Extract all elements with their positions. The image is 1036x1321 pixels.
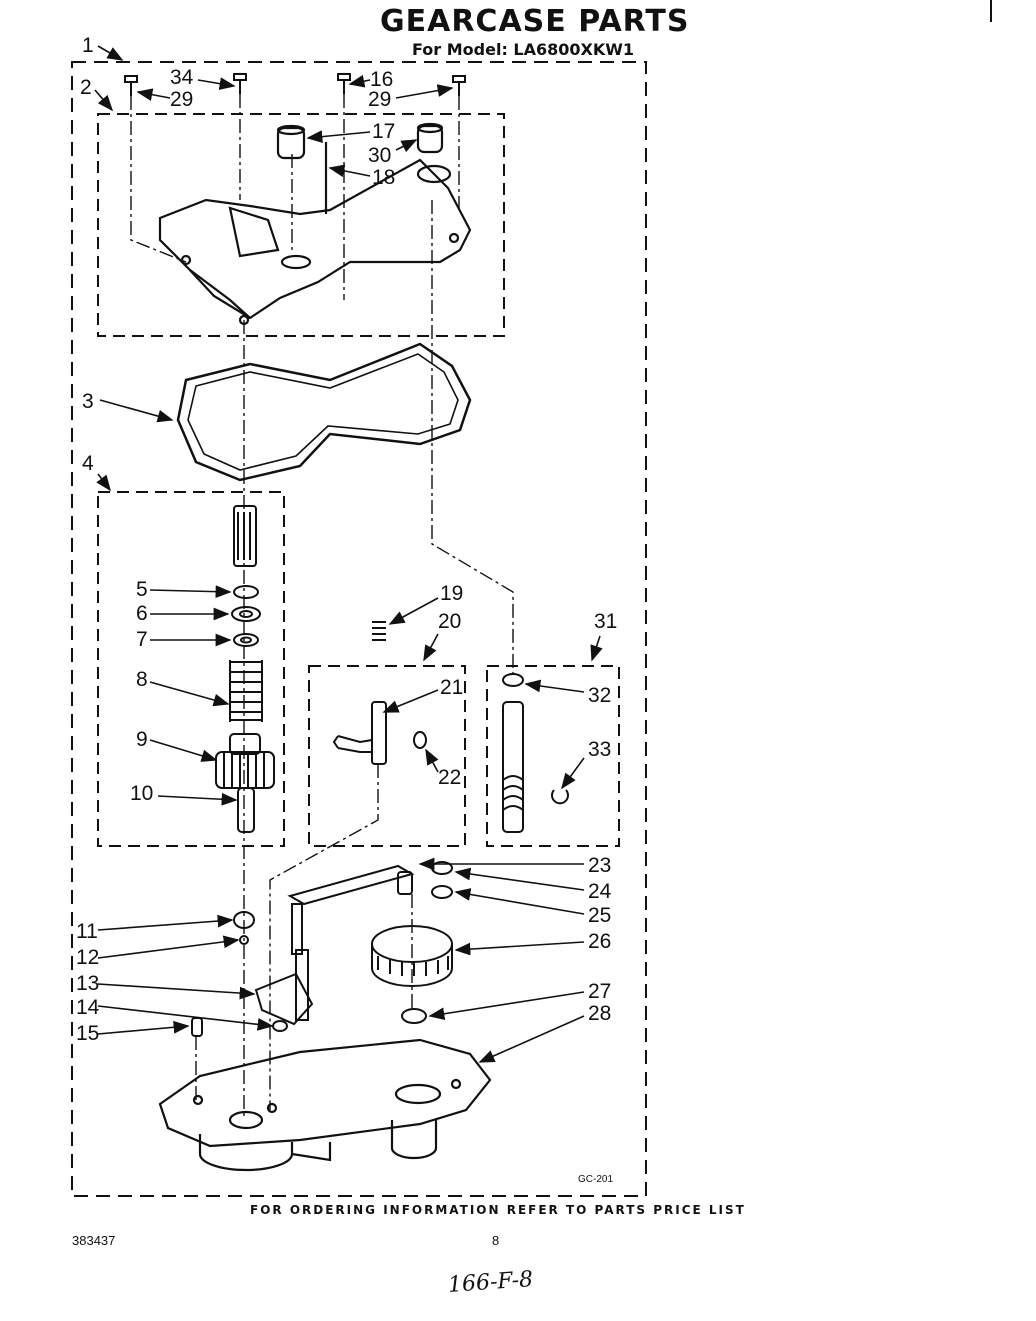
model-subtitle: For Model: LA6800XKW1 [412,40,635,59]
callout-21: 21 [440,676,463,699]
alignment-lines [130,94,514,1120]
callout-6: 6 [136,602,148,625]
callout-19: 19 [440,582,463,605]
edge-rule [990,0,992,22]
callout-9: 9 [136,728,148,751]
callout-26: 26 [588,930,611,953]
callout-10: 10 [130,782,153,805]
gear-assembly-parts [215,505,275,833]
callout-20: 20 [438,610,461,633]
gasket [176,342,472,482]
callout-22: 22 [438,766,461,789]
callout-18: 18 [372,166,395,189]
callout-8: 8 [136,668,148,691]
callout-labels: 1 2 29 34 16 29 17 30 18 3 4 5 6 7 8 9 1… [76,34,617,1045]
callout-34: 34 [170,66,194,89]
callout-12: 12 [76,946,99,969]
callout-29a: 29 [170,88,193,111]
callout-25: 25 [588,904,611,927]
callout-2: 2 [80,76,92,99]
leader-lines [94,45,603,1063]
drawing-code: GC-201 [578,1174,614,1185]
gear-4-boundary [97,491,285,847]
callout-31: 31 [594,610,617,633]
callout-30: 30 [368,144,391,167]
callout-33: 33 [588,738,611,761]
shifter-20-boundary [308,665,466,847]
assembly-1-boundary [71,61,647,1197]
callout-13: 13 [76,972,99,995]
callout-23: 23 [588,854,611,877]
callout-11: 11 [76,920,98,943]
page-title: GEARCASE PARTS [380,4,690,39]
drive-parts [191,861,453,1037]
callout-32: 32 [588,684,611,707]
gearcase-cover [158,122,472,326]
callout-15: 15 [76,1022,99,1045]
callout-17: 17 [372,120,395,143]
callout-27: 27 [588,980,611,1003]
cover-2-boundary [97,113,505,337]
shifter-parts [332,621,427,765]
pinion-parts [502,673,569,833]
callout-16: 16 [370,68,393,91]
callout-7: 7 [136,628,148,651]
ordering-note: FOR ORDERING INFORMATION REFER TO PARTS … [250,1203,746,1217]
document-number: 383437 [72,1233,116,1248]
callout-14: 14 [76,996,100,1019]
callout-5: 5 [136,578,148,601]
gearcase-base [158,1038,492,1172]
callout-4: 4 [82,452,94,475]
page-number: 8 [492,1233,500,1248]
callout-28: 28 [588,1002,611,1025]
callout-3: 3 [82,390,94,413]
callout-1: 1 [82,34,94,57]
callout-29b: 29 [368,88,391,111]
callout-24: 24 [588,880,612,903]
pinion-31-boundary [486,665,620,847]
